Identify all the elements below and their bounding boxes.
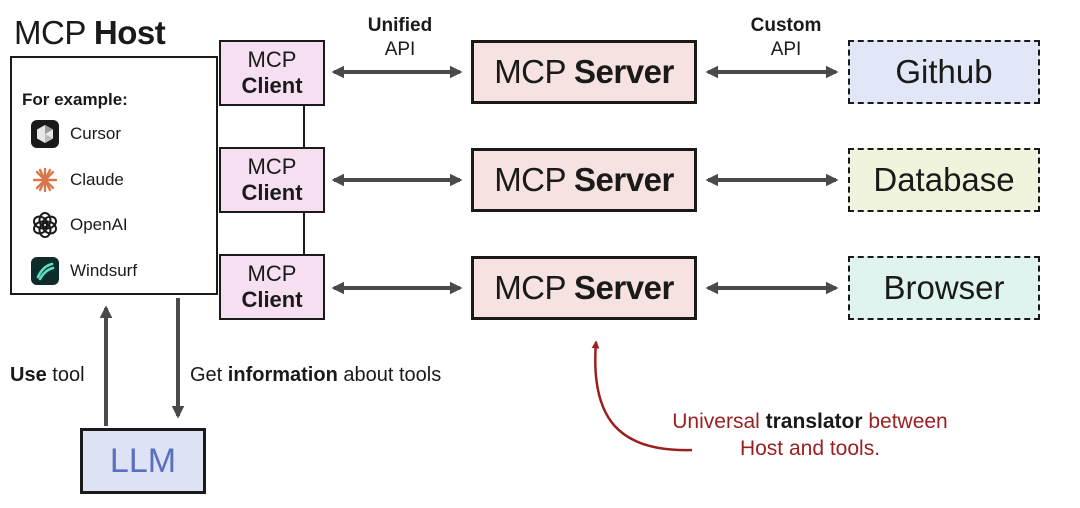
mcp-client-3: MCP Client — [219, 254, 325, 320]
server-prefix: MCP — [494, 269, 567, 306]
tool-github: Github — [848, 40, 1040, 104]
get-info-post: about tools — [337, 364, 442, 386]
host-title-bold: Host — [93, 14, 166, 51]
mcp-client-1: MCP Client — [219, 40, 325, 106]
note-line2: Host and tools. — [739, 437, 881, 460]
custom-api-label: Custom API — [736, 14, 836, 62]
server-bold: Server — [574, 161, 674, 198]
windsurf-icon — [30, 256, 60, 286]
use-tool-rest: tool — [46, 364, 85, 386]
claude-icon — [30, 165, 60, 195]
server-bold: Server — [574, 269, 674, 306]
use-tool-bold: Use — [10, 364, 47, 386]
app-label-openai: OpenAI — [70, 215, 128, 234]
host-title: MCP Host — [14, 14, 166, 52]
note-bold: translator — [765, 410, 863, 433]
get-info-pre: Get — [190, 364, 228, 386]
server-prefix: MCP — [494, 161, 567, 198]
cursor-icon — [30, 119, 60, 149]
openai-icon — [30, 210, 60, 240]
app-openai: OpenAI — [30, 208, 128, 242]
app-label-cursor: Cursor — [70, 124, 122, 143]
note-pre: Universal — [672, 410, 766, 433]
client-line1: MCP — [247, 261, 297, 286]
app-label-claude: Claude — [70, 170, 124, 189]
host-title-prefix: MCP — [14, 14, 86, 51]
app-cursor: Cursor — [30, 117, 121, 151]
client-line2: Client — [241, 287, 303, 312]
mcp-server-1: MCP Server — [471, 40, 697, 104]
app-windsurf: Windsurf — [30, 254, 137, 288]
app-label-windsurf: Windsurf — [70, 261, 138, 280]
tool-database: Database — [848, 148, 1040, 212]
tool-browser: Browser — [848, 256, 1040, 320]
mcp-server-3: MCP Server — [471, 256, 697, 320]
custom-api-line1: Custom — [750, 15, 822, 36]
use-tool-label: Use tool — [10, 364, 85, 387]
client-line2: Client — [241, 73, 303, 98]
unified-api-line2: API — [384, 39, 416, 60]
custom-api-line2: API — [770, 39, 802, 60]
mcp-server-2: MCP Server — [471, 148, 697, 212]
app-claude: Claude — [30, 163, 124, 197]
example-label: For example: — [22, 90, 128, 109]
translator-arrow — [591, 340, 693, 452]
unified-api-line1: Unified — [367, 15, 433, 36]
unified-api-label: Unified API — [352, 14, 448, 62]
note-post: between — [862, 410, 948, 433]
client-line1: MCP — [247, 47, 297, 72]
server-prefix: MCP — [494, 53, 567, 90]
get-info-label: Get information about tools — [190, 364, 441, 387]
client-line2: Client — [241, 180, 303, 205]
server-bold: Server — [574, 53, 674, 90]
get-info-bold: information — [227, 364, 338, 386]
llm-box: LLM — [80, 428, 206, 494]
client-line1: MCP — [247, 154, 297, 179]
translator-note: Universal translator between Host and to… — [640, 408, 980, 462]
mcp-client-2: MCP Client — [219, 147, 325, 213]
